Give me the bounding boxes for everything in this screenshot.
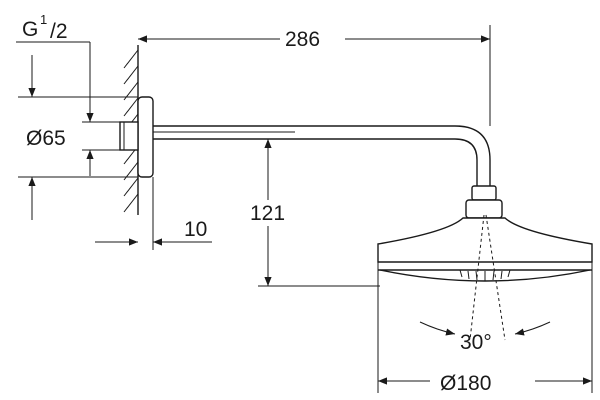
thread-label-sup: 1 (40, 12, 47, 27)
wall-flange (119, 96, 154, 178)
drop-height-dimension: 121 (250, 138, 380, 287)
flange-depth-label: 10 (184, 218, 207, 241)
spray-angle-dimension: 30° (419, 321, 551, 354)
thread-label-main: G (22, 18, 38, 41)
arm-length-dimension: 286 (138, 25, 491, 126)
shower-head (377, 185, 593, 341)
thread-label-sub: /2 (50, 20, 68, 43)
head-diameter-dimension: Ø180 (377, 262, 593, 395)
head-diameter-label: Ø180 (440, 372, 491, 395)
shower-arm (153, 125, 491, 186)
flange-depth-dimension: 10 (95, 177, 212, 250)
arm-length-label: 286 (285, 28, 320, 51)
spray-angle-label: 30° (460, 331, 492, 354)
flange-diameter-dimension: Ø65 (18, 55, 138, 220)
drop-height-label: 121 (250, 202, 285, 225)
flange-diameter-label: Ø65 (26, 127, 66, 150)
thread-dimension: G 1 /2 (16, 12, 120, 176)
spray-nozzles (459, 269, 511, 281)
